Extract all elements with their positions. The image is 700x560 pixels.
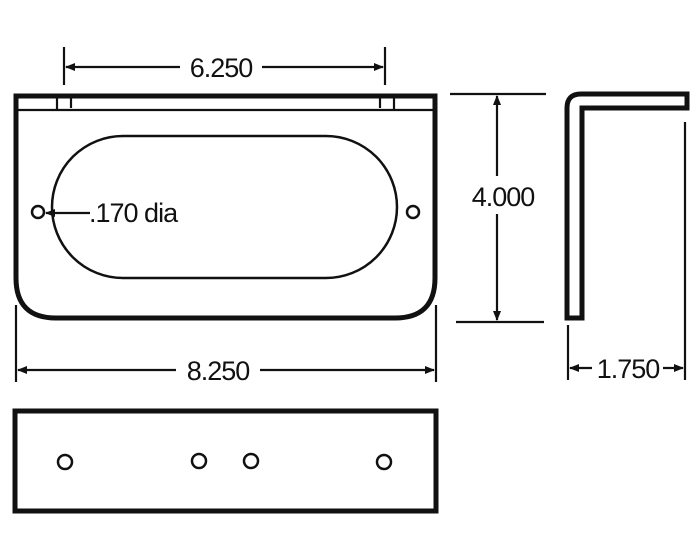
dimension-8250: 8.250 — [14, 305, 438, 386]
dimension-label: 8.250 — [187, 356, 250, 386]
mounting-hole — [56, 453, 74, 471]
front-view: .170 dia — [13, 93, 438, 321]
hole-diameter-label: .170 dia — [89, 198, 179, 228]
mounting-hole — [375, 453, 393, 471]
dimension-label: 4.000 — [472, 182, 535, 212]
mounting-hole — [190, 452, 208, 470]
dimension-6250: 6.250 — [62, 47, 387, 85]
side-view — [564, 91, 690, 321]
dimension-label: 6.250 — [190, 53, 253, 83]
dimension-label: 1.750 — [597, 354, 660, 384]
oval-cutout — [50, 134, 399, 280]
dimension-4000: 4.000 — [450, 92, 546, 324]
bottom-view — [12, 408, 439, 514]
mounting-hole — [30, 204, 46, 220]
dimension-1750: 1.750 — [566, 122, 687, 384]
mounting-hole — [242, 452, 260, 470]
mounting-hole — [405, 204, 421, 220]
side-profile — [564, 91, 690, 321]
front-outline — [13, 93, 438, 321]
bottom-outline — [12, 408, 439, 514]
